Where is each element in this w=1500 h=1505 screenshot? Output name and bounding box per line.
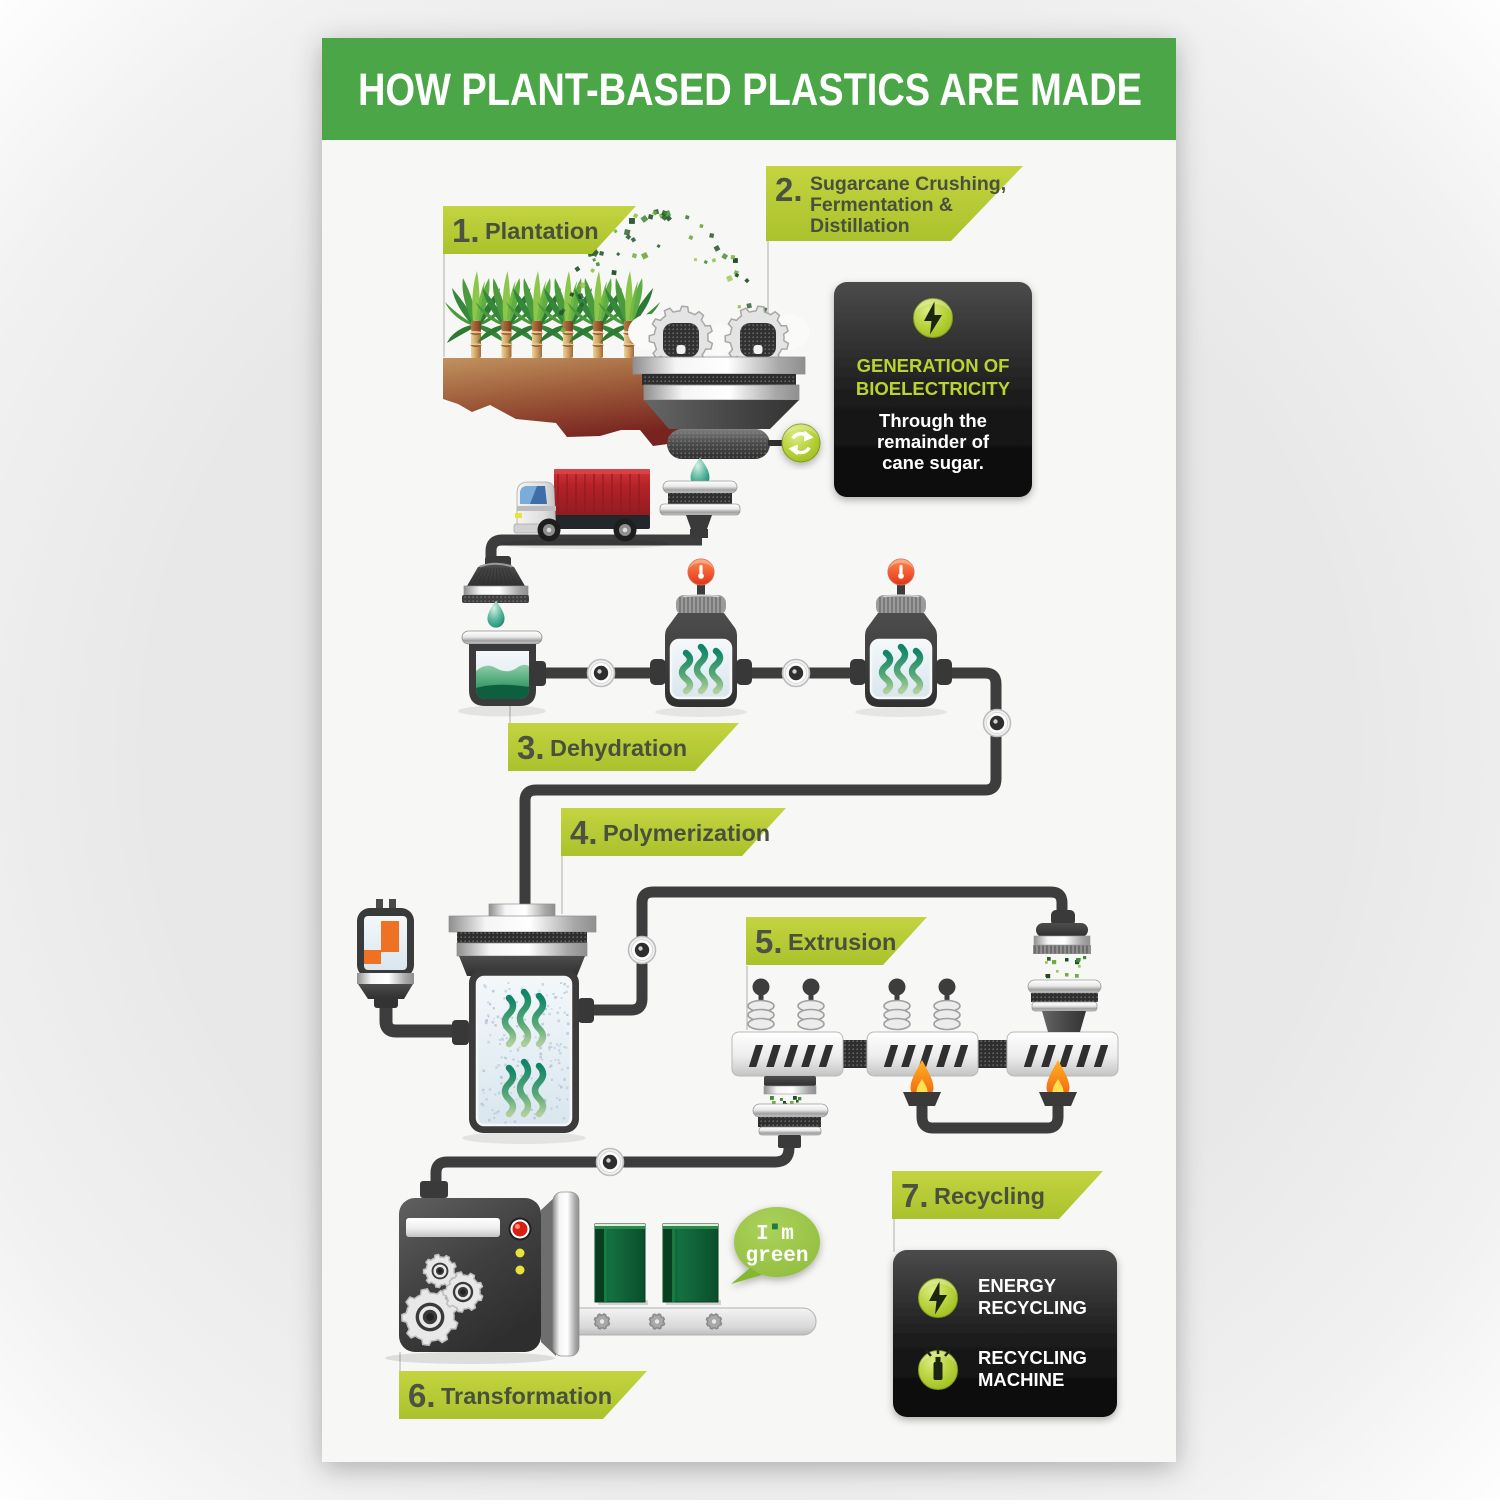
svg-text:RECYCLING: RECYCLING	[978, 1347, 1087, 1368]
svg-text:Recycling: Recycling	[934, 1183, 1045, 1209]
svg-text:Plantation: Plantation	[485, 218, 599, 244]
svg-text:1.: 1.	[452, 212, 480, 249]
svg-text:BIOELECTRICITY: BIOELECTRICITY	[856, 378, 1011, 399]
svg-text:2.: 2.	[775, 171, 803, 208]
svg-text:cane sugar.: cane sugar.	[882, 452, 984, 473]
svg-text:Dehydration: Dehydration	[550, 735, 687, 761]
svg-text:Transformation: Transformation	[441, 1383, 612, 1409]
svg-text:Sugarcane Crushing,: Sugarcane Crushing,	[810, 173, 1006, 195]
svg-text:5.: 5.	[755, 923, 783, 960]
svg-text:6.: 6.	[408, 1377, 436, 1414]
svg-text:MACHINE: MACHINE	[978, 1369, 1064, 1390]
svg-text:4.: 4.	[570, 814, 598, 851]
svg-text:Extrusion: Extrusion	[788, 929, 896, 955]
svg-text:HOW PLANT-BASED PLASTICS ARE M: HOW PLANT-BASED PLASTICS ARE MADE	[358, 64, 1142, 115]
svg-text:GENERATION OF: GENERATION OF	[857, 355, 1010, 376]
svg-text:3.: 3.	[517, 729, 545, 766]
svg-text:RECYCLING: RECYCLING	[978, 1297, 1087, 1318]
svg-text:Through the: Through the	[879, 410, 987, 431]
svg-text:remainder of: remainder of	[877, 431, 990, 452]
svg-text:7.: 7.	[901, 1177, 929, 1214]
svg-text:green: green	[745, 1245, 808, 1268]
svg-text:ENERGY: ENERGY	[978, 1275, 1057, 1296]
svg-text:Polymerization: Polymerization	[603, 820, 770, 846]
svg-text:Fermentation &: Fermentation &	[810, 194, 953, 216]
svg-text:Distillation: Distillation	[810, 215, 910, 237]
